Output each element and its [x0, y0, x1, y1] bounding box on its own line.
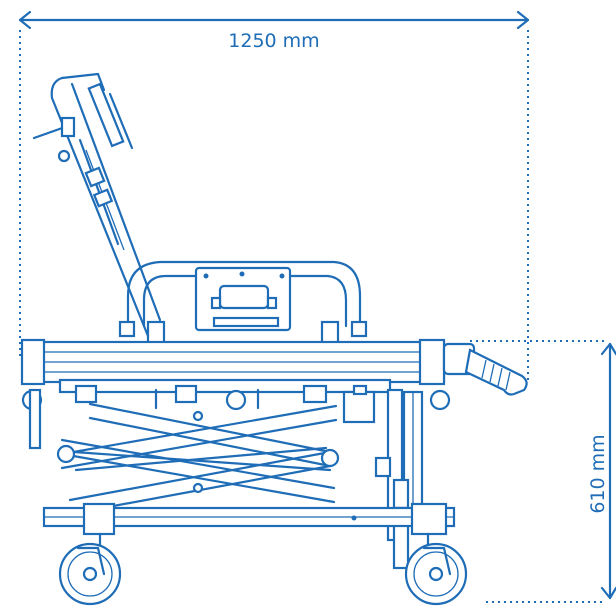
scissor-arm-mid-a [60, 438, 336, 490]
deck-underframe [58, 378, 392, 394]
height-dimension-label: 610 mm [587, 434, 609, 513]
scissor-pivot-left [56, 444, 76, 464]
wheel-left [58, 542, 122, 606]
deck-leg-left [28, 388, 42, 450]
wheel-left-hub [82, 566, 98, 582]
base-fork-left [82, 502, 116, 536]
wheel-right-hub [428, 566, 444, 582]
deck-bracket-1 [74, 384, 98, 404]
grip-ridge-4 [505, 371, 511, 391]
foot-grip [464, 348, 528, 396]
scissor-pivot-right [320, 448, 340, 468]
support-column [342, 384, 424, 570]
column-latch [374, 456, 392, 478]
grip-ridge-2 [489, 363, 495, 383]
foot-extension [442, 342, 528, 396]
backrest-top-bar [60, 72, 106, 92]
handle-clamp [60, 116, 76, 138]
grip-ridge-3 [497, 367, 503, 387]
deck-roller-right [429, 389, 451, 411]
scissor-arm-lower-b [74, 446, 328, 472]
scissor-pivot-lower [192, 482, 204, 494]
base-fork-right [410, 502, 448, 536]
deck-bracket-3 [302, 384, 328, 404]
width-dimension-label: 1250 mm [228, 30, 319, 52]
backrest-frame-outer [50, 76, 150, 338]
seat-panel-screw-1 [203, 273, 209, 279]
backrest-frame-inner [70, 82, 162, 322]
main-deck [20, 338, 451, 450]
seat-lock-bar [212, 316, 280, 328]
seat-clamp-left [118, 320, 136, 338]
seat-handle-right-clip [266, 296, 278, 310]
scissor-arm-upper-a [60, 404, 338, 456]
deck-bracket-2 [174, 384, 198, 404]
height-arrow-top [600, 342, 616, 356]
scissor-pivot-upper [192, 410, 204, 422]
seat-handle [218, 284, 270, 310]
seat-frame-outer [126, 260, 362, 328]
scissor-mechanism [56, 402, 340, 516]
scissor-arm-top-a [88, 402, 332, 454]
column-guide [392, 478, 410, 510]
width-arrow-right [516, 10, 530, 30]
strut-block-a [84, 166, 106, 188]
grip-ridge-1 [481, 359, 487, 379]
backrest-knob [57, 149, 71, 163]
width-dimension: 1250 mm [18, 10, 530, 384]
headrest-rail [108, 92, 134, 150]
wheel-left-fork [76, 546, 106, 576]
headrest-bracket [87, 82, 125, 148]
seat-clamp-right [350, 320, 368, 338]
base-frame [42, 502, 456, 550]
seat-frame [118, 260, 368, 364]
wheel-left-rim [67, 551, 113, 597]
seat-handle-left-clip [210, 296, 222, 310]
scissor-arm-lower-a [72, 450, 332, 472]
strut-block-b [92, 188, 114, 208]
scissor-arm-top-b [88, 416, 332, 468]
height-dimension: 610 mm [470, 340, 616, 603]
wheel-right-rim [413, 551, 459, 597]
scissor-arm-bottom-a [68, 450, 332, 502]
scissor-arm-upper-b [60, 418, 338, 470]
backrest [32, 72, 162, 338]
wheel-right-fork [422, 546, 452, 576]
height-arrow-bottom [600, 586, 616, 600]
deck-end-cap-left [20, 338, 46, 386]
seat-panel-screw-2 [239, 271, 245, 277]
deck-roller-middle [225, 389, 247, 411]
scissor-arm-mid-b [60, 452, 336, 504]
wheel-right [404, 542, 468, 606]
column-mount [342, 390, 376, 424]
column-cap [352, 384, 368, 396]
seat-panel-screw-3 [279, 273, 285, 279]
deck-end-cap-right [418, 338, 446, 386]
width-arrow-left [18, 10, 32, 30]
base-screw-right [351, 515, 357, 521]
